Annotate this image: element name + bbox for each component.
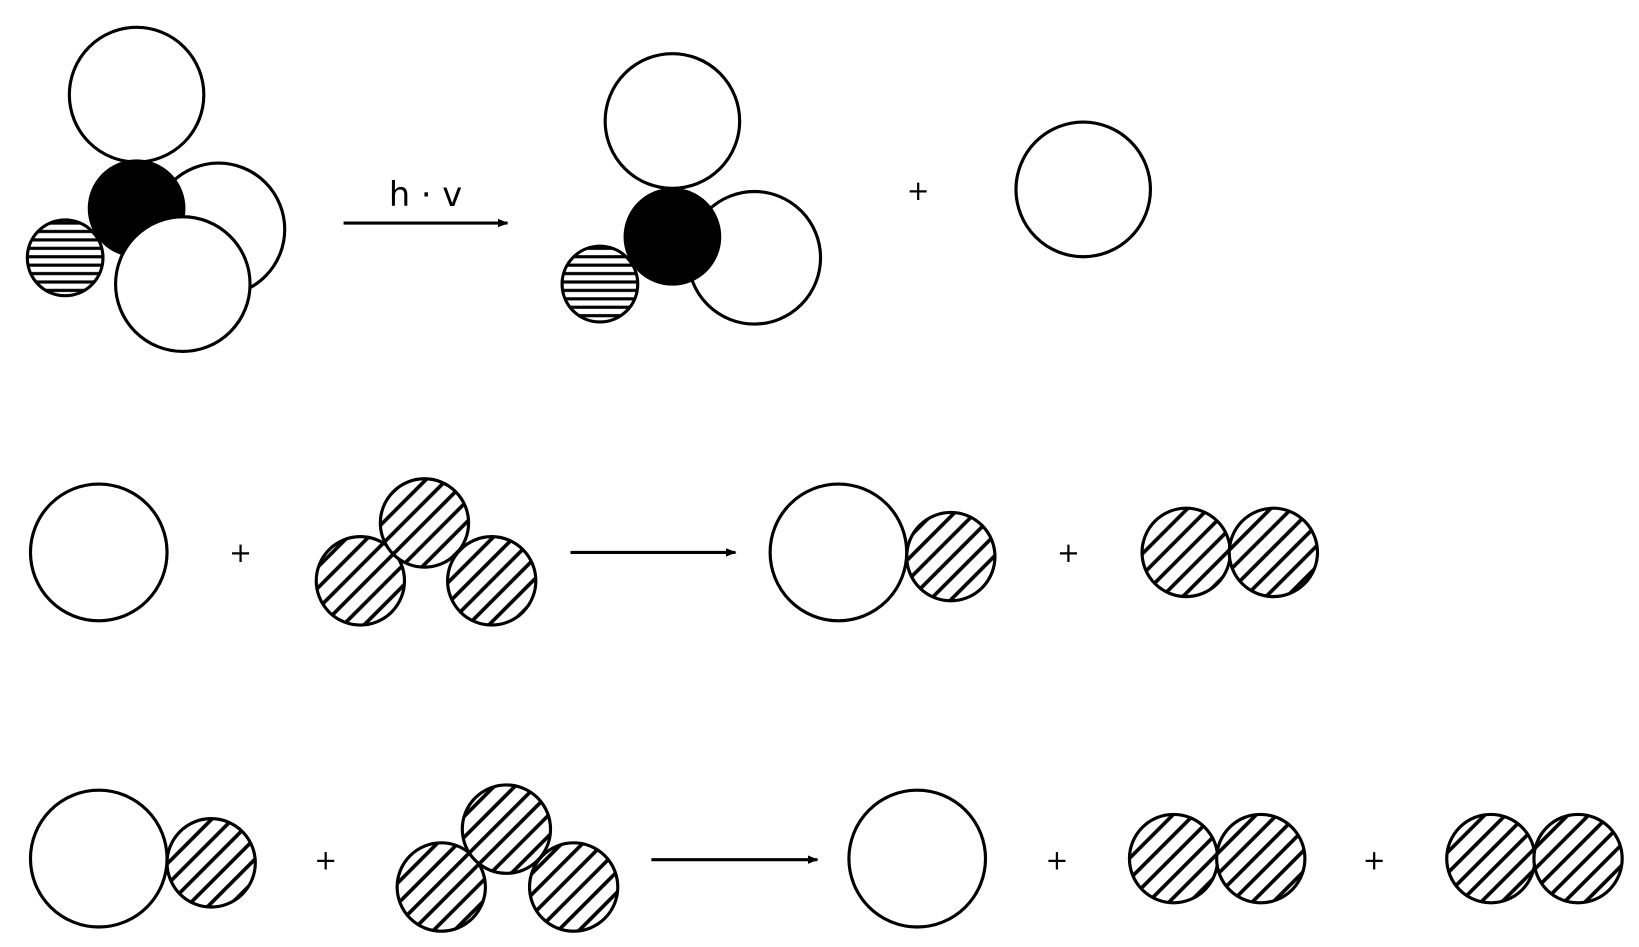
diagonal-hatched-atom [445, 535, 538, 627]
diagonal-hatched-atom [527, 841, 620, 933]
diatomic-molecule [768, 482, 997, 623]
triatomic-molecule [395, 783, 620, 933]
diatomic-molecule [1140, 506, 1320, 599]
white-atom [603, 52, 742, 190]
black-atom [623, 187, 722, 286]
arrow-label: h · v [389, 175, 462, 214]
diagonal-hatched-atom [395, 841, 487, 933]
reaction-2: + + [28, 477, 1320, 627]
white-atom [28, 482, 169, 623]
diagonal-hatched-atom [1127, 812, 1220, 905]
reaction-1: h · v + [25, 25, 1153, 354]
white-atom [28, 788, 169, 929]
plus-sign: + [1046, 845, 1069, 876]
plus-sign: + [314, 845, 337, 876]
white-atom [1014, 120, 1153, 259]
diagonal-hatched-atom [314, 535, 407, 627]
diagonal-hatched-atom [1532, 812, 1624, 905]
white-atom [768, 482, 909, 623]
plus-sign: + [229, 538, 252, 569]
diagonal-hatched-atom [378, 477, 471, 569]
plus-sign: + [1363, 845, 1386, 876]
white-atom [847, 788, 988, 929]
product-molecule [560, 52, 823, 326]
diagonal-hatched-atom [1445, 812, 1537, 905]
diagonal-hatched-atom [1140, 506, 1232, 599]
diatomic-molecule [1445, 812, 1624, 905]
horizontal-hatched-atom [560, 244, 640, 324]
white-atom [113, 215, 252, 354]
diatomic-molecule [1127, 812, 1307, 905]
diatomic-molecule [28, 788, 257, 929]
diagonal-hatched-atom [460, 783, 553, 875]
white-atom [67, 25, 206, 164]
triatomic-molecule [314, 477, 538, 627]
horizontal-hatched-atom [25, 218, 105, 298]
diagonal-hatched-atom [1215, 812, 1307, 905]
plus-sign: + [907, 176, 930, 207]
diagonal-hatched-atom [905, 510, 997, 603]
reactant-molecule-cfc [25, 25, 287, 354]
diagonal-hatched-atom [165, 817, 257, 909]
reaction-3: + + + [28, 783, 1624, 933]
plus-sign: + [1057, 538, 1080, 569]
diagonal-hatched-atom [1227, 506, 1320, 599]
